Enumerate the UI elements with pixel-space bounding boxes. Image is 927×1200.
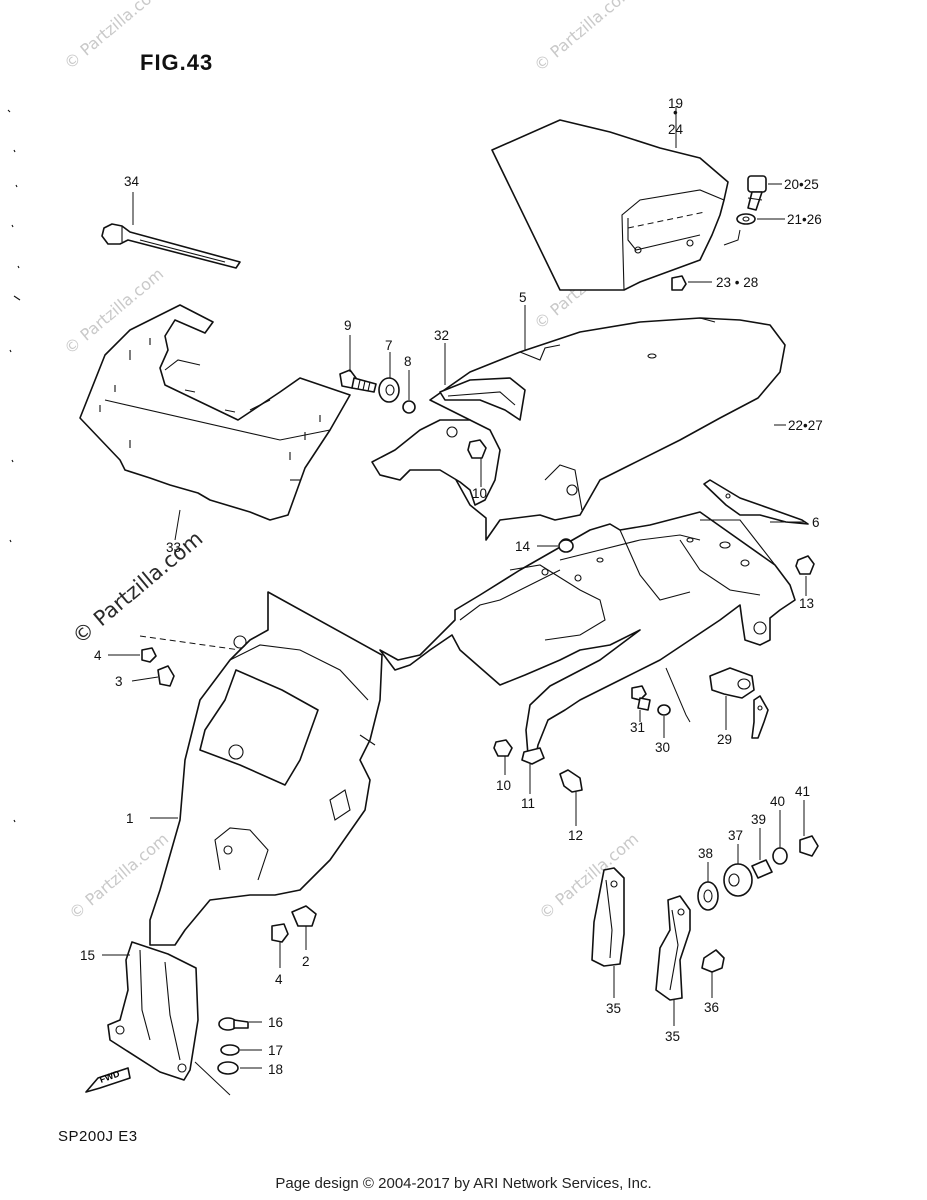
rear-frame [379,511,796,761]
callout-20-25: 20•25 [784,177,819,192]
callout-41: 41 [795,784,810,799]
callout-4a: 4 [94,648,102,663]
flap-mount-line [194,1061,231,1096]
rear-fender-part-1 [149,591,383,946]
callout-6: 6 [812,515,820,530]
callout-labels: 34 9 7 8 32 5 19 • 24 20•25 21•26 23 • 2… [80,96,823,1077]
fender-mount-line [139,635,241,651]
washer-part-40 [772,847,788,865]
callout-15: 15 [80,948,95,963]
watermark-text: © Partzilla.com [530,0,637,75]
figure-title: FIG.43 [140,50,214,75]
lock-mount-line [665,667,691,723]
callout-39: 39 [751,812,766,827]
screw-part-2 [291,905,317,927]
callout-37: 37 [728,828,743,843]
washer-part-17 [220,1044,240,1056]
callout-34: 34 [124,174,140,189]
washer-part-31 [657,704,671,716]
forward-arrow-icon: FWD [85,1067,131,1093]
callout-13: 13 [799,596,814,611]
rear-cowl-part-5 [429,317,786,541]
mudflap-part-15 [107,941,199,1081]
washer-part-21-26 [736,213,756,225]
callout-14: 14 [515,539,531,554]
callout-5: 5 [519,290,527,305]
tape-part-32 [439,377,526,421]
washer-part-11 [521,747,545,765]
bolt-part-12 [559,769,583,793]
callout-24: 24 [668,122,684,137]
watermark-text: © Partzilla.com [535,829,642,923]
bracket-part-35a [591,867,625,967]
bracket-part-6 [703,479,809,525]
callout-16: 16 [268,1015,283,1030]
seat-part-19-24 [491,119,729,291]
washer-part-18 [217,1061,239,1075]
seat-lock-part-29 [709,667,769,739]
callout-10b: 10 [496,778,511,793]
bolt-part-9 [339,369,377,393]
callout-3: 3 [115,674,123,689]
nut-part-10b [493,739,513,757]
callout-21-26: 21•26 [787,212,822,227]
callout-38: 38 [698,846,713,861]
spacer-part-39 [751,859,773,879]
leader-lines [102,106,807,1069]
callout-10a: 10 [472,486,487,501]
bracket-part-35b [655,895,691,1001]
collar-part-38 [697,881,719,911]
callout-2: 2 [302,954,310,969]
bolt-part-30 [631,685,651,711]
callout-29: 29 [717,732,732,747]
grommet-part-23-28 [671,275,687,291]
cowl-inner-part-5 [371,419,501,506]
callout-35a: 35 [606,1001,621,1016]
nut-part-4b [271,923,289,943]
callout-9: 9 [344,318,352,333]
callout-dot: • [673,105,678,120]
callout-30: 31 [630,720,645,735]
page-footer: Page design © 2004-2017 by ARI Network S… [275,1175,652,1192]
watermark-text: © Partzilla.com [68,526,208,649]
screw-part-3 [157,665,175,687]
bolt-part-41 [799,835,819,857]
seat-mount-line [723,229,741,246]
callout-31: 30 [655,740,670,755]
scan-marks [7,109,21,823]
grommet-part-14 [558,539,574,553]
callout-17: 17 [268,1043,283,1058]
damper-part-36 [701,949,725,973]
callout-22-27: 22•27 [788,418,823,433]
grommet-part-7 [378,377,400,403]
nut-part-10a [467,439,487,459]
callout-1: 1 [126,811,134,826]
seat-bolt-part-20-25 [747,175,767,211]
nut-part-4a [141,647,157,663]
callout-19: 19 [668,96,683,111]
model-code: SP200J E3 [58,1128,138,1145]
callout-7: 7 [385,338,393,353]
nut-part-13 [795,555,815,575]
strap-part-34 [101,223,241,269]
collar-part-8 [402,400,416,414]
screw-part-16 [218,1017,249,1031]
callout-36: 36 [704,1000,719,1015]
tray-part-33 [79,304,351,521]
callout-32: 32 [434,328,449,343]
callout-23-28: 23 • 28 [716,275,758,290]
callout-4b: 4 [275,972,283,987]
callout-12: 12 [568,828,583,843]
watermark-text: © Partzilla.com [60,0,167,73]
callout-40: 40 [770,794,785,809]
callout-35b: 35 [665,1029,680,1044]
grommet-part-37 [723,863,753,897]
callout-11: 11 [521,796,535,811]
callout-8: 8 [404,354,412,369]
callout-18: 18 [268,1062,283,1077]
callout-33: 33 [166,540,181,555]
